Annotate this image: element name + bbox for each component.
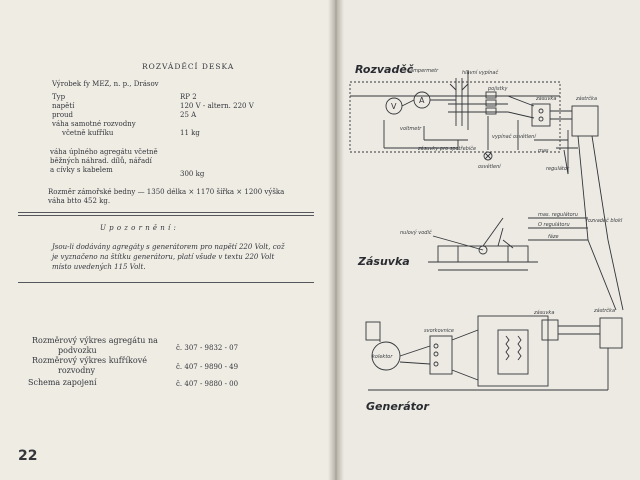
regulator-box bbox=[477, 315, 549, 387]
spec-label: váha samotné rozvodny bbox=[52, 120, 136, 128]
spec-label: Typ bbox=[52, 93, 66, 101]
drawing-label: rozvodny bbox=[58, 366, 95, 375]
label-rozvadec-blok: rozvaděč blokl bbox=[586, 217, 623, 224]
heading-generator: Generátor bbox=[366, 400, 429, 413]
heading-zasuvka: Zásuvka bbox=[358, 255, 410, 268]
spec-value: RP 2 bbox=[180, 93, 197, 101]
voltmeter-letter: V bbox=[391, 102, 397, 111]
drawing-number: č. 407 - 9890 - 49 bbox=[176, 363, 239, 371]
divider bbox=[18, 282, 314, 283]
notice-line: místo uvedených 115 Volt. bbox=[52, 263, 146, 271]
left-page bbox=[0, 0, 334, 480]
heading-rozvadec: Rozvaděč bbox=[355, 63, 414, 76]
crate-line: Rozměr zámořské bedny — 1350 délka × 117… bbox=[48, 188, 285, 196]
notice-line: Jsou-li dodávány agregáty s generátorem … bbox=[52, 243, 285, 251]
label-osvetleni: osvětlení bbox=[478, 163, 501, 170]
label-zasuvky-spotrebice: zásuvky pro spotřebiče bbox=[417, 145, 476, 152]
label-kolektor: kolektor bbox=[372, 354, 393, 360]
page-title: ROZVÁDĚCÍ DESKA bbox=[142, 62, 235, 71]
label-svorkovnice: svorkovnice bbox=[424, 328, 454, 334]
spec-value: 120 V - altern. 220 V bbox=[180, 102, 254, 110]
drawing-number: č. 407 - 9880 - 00 bbox=[176, 380, 239, 388]
label-hlavni-vypinac: hlavní vypínač bbox=[462, 69, 498, 76]
label-voltmetr: voltmetr bbox=[400, 126, 422, 132]
divider bbox=[18, 215, 314, 216]
label-vypinac-osvetleni: vypínač osvětlení bbox=[492, 133, 536, 140]
page-number: 22 bbox=[18, 448, 38, 464]
weight-value: 300 kg bbox=[180, 170, 205, 178]
label-pojistky: pojistky bbox=[487, 86, 508, 92]
spec-value: 11 kg bbox=[180, 129, 200, 137]
label-faze: fáze bbox=[548, 233, 559, 240]
plug-symbol bbox=[571, 105, 599, 137]
label-zastrcka: zástrčka bbox=[575, 95, 597, 102]
weight-line: váha úplného agregátu včetně bbox=[50, 148, 158, 156]
weight-line: a cívky s kabelem bbox=[50, 166, 113, 174]
book-gutter bbox=[328, 0, 344, 480]
label-ampermetr: ampermetr bbox=[410, 68, 439, 74]
drawing-label: podvozku bbox=[58, 346, 97, 355]
ammeter-letter: A bbox=[419, 96, 425, 105]
notice-heading: U p o z o r n ě n í : bbox=[100, 224, 177, 232]
drawing-label: Rozměrový výkres kufříkové bbox=[32, 356, 147, 365]
label-mas: mas bbox=[538, 148, 549, 154]
spec-value: 25 A bbox=[180, 111, 197, 119]
label-zasuvka-2: zásuvka bbox=[533, 309, 554, 316]
voltmeter-symbol bbox=[385, 97, 403, 115]
panel-outline bbox=[349, 81, 561, 153]
drawing-number: č. 307 - 9832 - 07 bbox=[176, 344, 239, 352]
brush-holder bbox=[365, 321, 381, 341]
label-regulator: regulátor bbox=[546, 165, 570, 172]
manufacturer-line: Výrobek fy MEZ, n. p., Drásov bbox=[52, 80, 159, 88]
drawing-label: Schema zapojení bbox=[28, 378, 97, 387]
spec-label: proud bbox=[52, 111, 74, 119]
terminal-block bbox=[429, 335, 453, 375]
lamp-symbol bbox=[483, 151, 493, 161]
divider bbox=[18, 212, 314, 213]
label-zastrcka-2: zástrčka bbox=[593, 307, 615, 314]
label-o-regulatoru: O regulátoru bbox=[538, 221, 570, 228]
drawing-label: Rozměrový výkres agregátu na bbox=[32, 336, 158, 345]
label-mas-regulatoru: mas. regulátoru bbox=[538, 211, 578, 218]
right-page bbox=[338, 0, 640, 480]
wiring-schematic: ampermetr hlavní vypínač pojistky zásuvk… bbox=[349, 68, 624, 391]
label-nulovy-vodic: nulový vodič bbox=[400, 229, 432, 236]
spec-label: napětí bbox=[52, 102, 75, 110]
label-zasuvka: zásuvka bbox=[535, 95, 556, 102]
notice-line: je vyznačeno na štítku generátoru, platí… bbox=[52, 253, 275, 261]
crate-line: váha btto 452 kg. bbox=[48, 197, 111, 205]
spec-label: včetně kufříku bbox=[62, 129, 114, 137]
weight-line: běžných náhrad. dílů, nářadí bbox=[50, 157, 152, 165]
socket-symbol bbox=[531, 103, 551, 127]
plug-symbol-2 bbox=[599, 317, 623, 349]
